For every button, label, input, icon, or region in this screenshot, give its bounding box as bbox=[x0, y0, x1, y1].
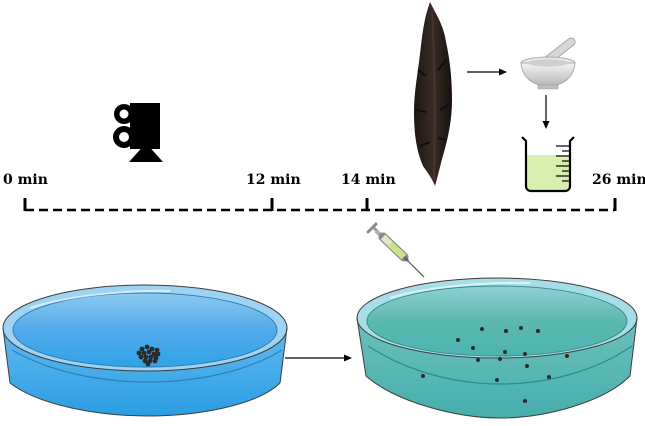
time-label-14: 14 min bbox=[341, 172, 396, 188]
organism-dot bbox=[471, 346, 475, 350]
organism-dot bbox=[142, 358, 148, 364]
organism-dot bbox=[151, 351, 157, 357]
organism-dot bbox=[148, 354, 154, 360]
organism-dot bbox=[523, 352, 527, 356]
organism-dot bbox=[136, 350, 142, 356]
organism-dot bbox=[480, 327, 484, 331]
organism-dot bbox=[144, 344, 150, 350]
organism-dot bbox=[504, 329, 508, 333]
organism-dot bbox=[536, 329, 540, 333]
organism-dot bbox=[476, 358, 480, 362]
mortar-and-pestle-icon bbox=[520, 37, 576, 90]
beaker-with-extract-icon bbox=[521, 136, 575, 193]
organism-dot bbox=[155, 351, 161, 357]
arrow-to-beaker bbox=[542, 95, 550, 129]
organism-dot bbox=[146, 349, 152, 355]
organism-dot bbox=[138, 354, 144, 360]
organism-dot bbox=[523, 399, 527, 403]
organism-dot bbox=[503, 350, 507, 354]
video-camera-icon bbox=[113, 103, 163, 162]
organism-dot bbox=[152, 358, 158, 364]
organism-dispersed bbox=[421, 326, 569, 403]
organism-dot bbox=[143, 354, 149, 360]
seaweed-frond-icon bbox=[414, 2, 452, 186]
time-label-12: 12 min bbox=[246, 172, 301, 188]
syringe-icon bbox=[366, 222, 425, 278]
timeline-bracket bbox=[23, 198, 617, 212]
organism-dot bbox=[519, 326, 523, 330]
organism-dot bbox=[495, 378, 499, 382]
organism-dot bbox=[145, 361, 151, 367]
organism-dot bbox=[149, 346, 155, 352]
petri-dish-clustered-icon bbox=[2, 284, 288, 417]
organism-dot bbox=[421, 374, 425, 378]
organism-dot bbox=[154, 347, 160, 353]
organism-dot bbox=[139, 346, 145, 352]
arrow-to-mortar bbox=[467, 68, 507, 76]
organism-dot bbox=[565, 354, 569, 358]
organism-dot bbox=[547, 375, 551, 379]
organism-dot bbox=[141, 350, 147, 356]
organism-dot bbox=[498, 357, 502, 361]
arrow-between-dishes bbox=[285, 354, 352, 362]
organism-cluster bbox=[136, 344, 161, 367]
petri-dish-dispersed-icon bbox=[356, 277, 638, 419]
time-label-0: 0 min bbox=[3, 172, 48, 188]
time-label-26: 26 min bbox=[592, 172, 645, 188]
organism-dot bbox=[456, 338, 460, 342]
organism-dot bbox=[525, 364, 529, 368]
